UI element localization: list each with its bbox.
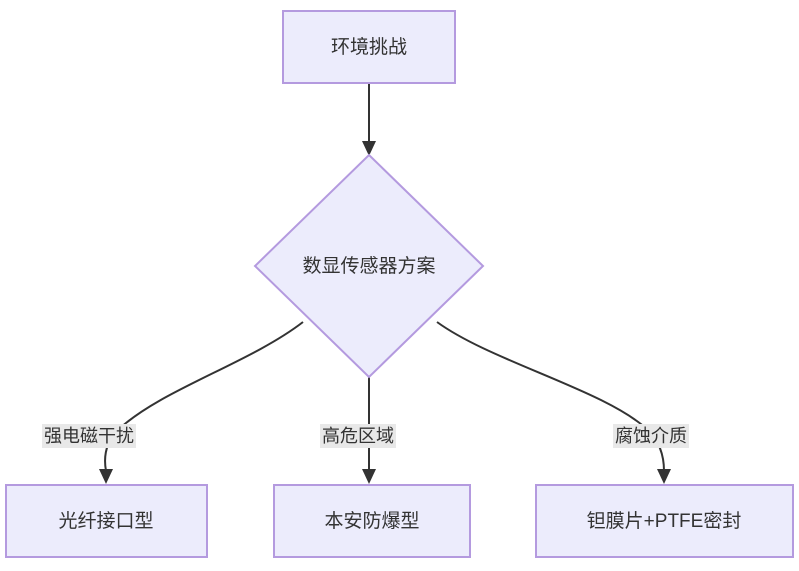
edge-label-strong-emi: 强电磁干扰 (42, 424, 136, 448)
node-rectangle[interactable] (5, 484, 208, 558)
edge-label-hazard-zone: 高危区域 (320, 424, 396, 448)
node-rectangle[interactable] (282, 10, 456, 84)
edge-line (436, 321, 665, 472)
node-label: 钽膜片+PTFE密封 (587, 510, 742, 532)
arrowhead-icon (362, 469, 376, 484)
edge-label-background (320, 424, 396, 448)
node-fiber-optic-interface[interactable]: 光纤接口型 (5, 484, 208, 558)
node-environment-challenge[interactable]: 环境挑战 (282, 10, 456, 84)
edge-solution-to-fiber (99, 321, 304, 484)
edge-label-text: 腐蚀介质 (615, 426, 687, 446)
arrowhead-icon (657, 469, 671, 484)
node-label: 数显传感器方案 (302, 255, 435, 277)
node-tantalum-diaphragm-ptfe-seal[interactable]: 钽膜片+PTFE密封 (535, 484, 794, 558)
node-intrinsically-safe-explosion-proof[interactable]: 本安防爆型 (273, 484, 471, 558)
edge-label-background (42, 424, 136, 448)
node-rectangle[interactable] (273, 484, 471, 558)
node-rectangle[interactable] (535, 484, 794, 558)
node-label: 环境挑战 (331, 36, 407, 58)
edge-label-corrosive-medium: 腐蚀介质 (613, 424, 689, 448)
edge-challenge-to-solution (362, 83, 376, 156)
arrowhead-icon (99, 469, 113, 484)
node-diamond[interactable] (253, 153, 485, 379)
edge-label-text: 强电磁干扰 (44, 426, 134, 446)
edge-solution-to-tantalum (436, 321, 671, 484)
node-digital-sensor-solution[interactable]: 数显传感器方案 (253, 153, 485, 379)
node-label: 光纤接口型 (58, 510, 153, 532)
edge-line (104, 321, 304, 472)
arrowhead-icon (362, 141, 376, 156)
edge-label-background (613, 424, 689, 448)
edge-label-text: 高危区域 (322, 426, 394, 446)
node-label: 本安防爆型 (324, 510, 419, 532)
